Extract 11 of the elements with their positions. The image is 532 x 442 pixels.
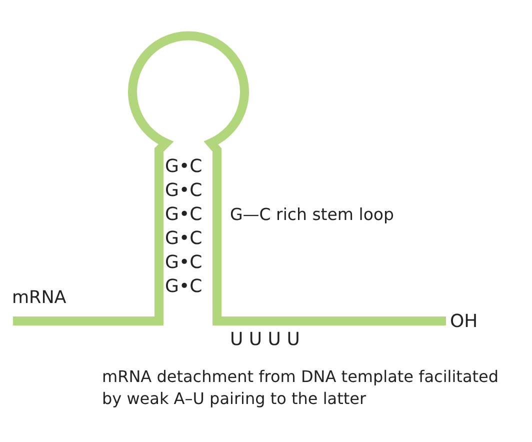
base-pair-label: G•C <box>165 275 202 299</box>
base-pair-label: G•C <box>165 155 202 179</box>
base-pair-label: G•C <box>165 179 202 203</box>
end-label: OH <box>450 310 478 334</box>
nucleotide-label: U U U U <box>230 328 300 352</box>
base-pair-label: G•C <box>165 251 202 275</box>
caption-note: mRNA detachment from DNA template facilitated by weak A–U pairing to the latter <box>102 366 500 410</box>
strand-label: mRNA <box>12 287 66 310</box>
stem-loop-label: G—C rich stem loop <box>230 204 394 226</box>
base-pair-label: G•C <box>165 227 202 251</box>
base-pair-label: G•C <box>165 203 202 227</box>
